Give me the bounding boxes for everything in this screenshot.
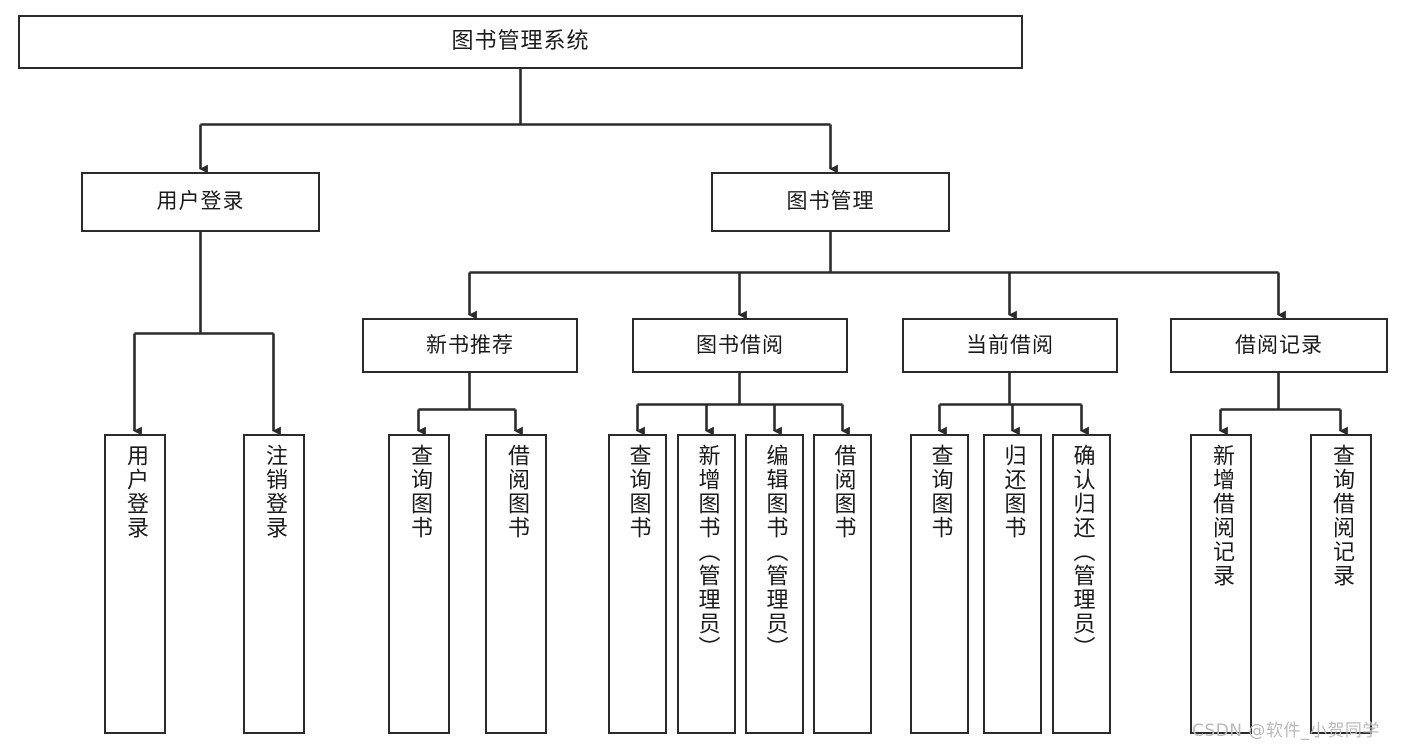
node-level3-0[interactable]: 新书推荐	[362, 318, 578, 373]
node-level3-3-label: 借阅记录	[1235, 332, 1323, 357]
node-leaf-10[interactable]: 确认归还（管理员）	[1052, 434, 1111, 734]
node-level3-2[interactable]: 当前借阅	[902, 318, 1118, 373]
node-leaf-9-label: 归还图书	[1000, 444, 1026, 540]
node-leaf-12[interactable]: 查询借阅记录	[1310, 434, 1372, 734]
node-leaf-1-label: 注销登录	[261, 444, 287, 540]
node-root-system[interactable]: 图书管理系统	[18, 15, 1023, 69]
node-leaf-7[interactable]: 借阅图书	[813, 434, 872, 734]
node-leaf-12-label: 查询借阅记录	[1328, 444, 1354, 588]
node-leaf-6[interactable]: 编辑图书（管理员）	[745, 434, 804, 734]
node-root-label: 图书管理系统	[451, 28, 590, 54]
node-leaf-8-label: 查询图书	[927, 444, 953, 540]
node-level3-1[interactable]: 图书借阅	[632, 318, 848, 373]
node-level2-1[interactable]: 图书管理	[711, 172, 950, 232]
node-leaf-11-label: 新增借阅记录	[1208, 444, 1234, 588]
node-level3-2-label: 当前借阅	[966, 332, 1054, 357]
node-leaf-7-label: 借阅图书	[830, 444, 856, 540]
node-leaf-2[interactable]: 查询图书	[388, 434, 450, 734]
node-leaf-9[interactable]: 归还图书	[983, 434, 1042, 734]
watermark-credit: CSDN @软件_小贺同学	[1192, 721, 1380, 741]
node-leaf-3-label: 借阅图书	[503, 444, 529, 540]
node-leaf-6-label: 编辑图书（管理员）	[762, 444, 788, 660]
node-leaf-2-label: 查询图书	[406, 444, 432, 540]
node-level2-0[interactable]: 用户登录	[81, 172, 320, 232]
node-leaf-3[interactable]: 借阅图书	[485, 434, 547, 734]
node-leaf-4[interactable]: 查询图书	[608, 434, 667, 734]
node-leaf-1[interactable]: 注销登录	[243, 434, 305, 734]
node-leaf-10-label: 确认归还（管理员）	[1069, 444, 1095, 660]
node-level3-1-label: 图书借阅	[696, 332, 784, 357]
node-level3-0-label: 新书推荐	[426, 332, 514, 357]
node-level2-1-label: 图书管理	[786, 189, 875, 214]
node-level2-0-label: 用户登录	[156, 189, 245, 214]
node-leaf-4-label: 查询图书	[625, 444, 651, 540]
node-leaf-5[interactable]: 新增图书（管理员）	[677, 434, 736, 734]
node-leaf-8[interactable]: 查询图书	[910, 434, 969, 734]
node-leaf-11[interactable]: 新增借阅记录	[1190, 434, 1252, 734]
node-leaf-0[interactable]: 用户登录	[104, 434, 166, 734]
node-leaf-5-label: 新增图书（管理员）	[694, 444, 720, 660]
node-level3-3[interactable]: 借阅记录	[1170, 318, 1388, 373]
node-leaf-0-label: 用户登录	[122, 444, 148, 540]
